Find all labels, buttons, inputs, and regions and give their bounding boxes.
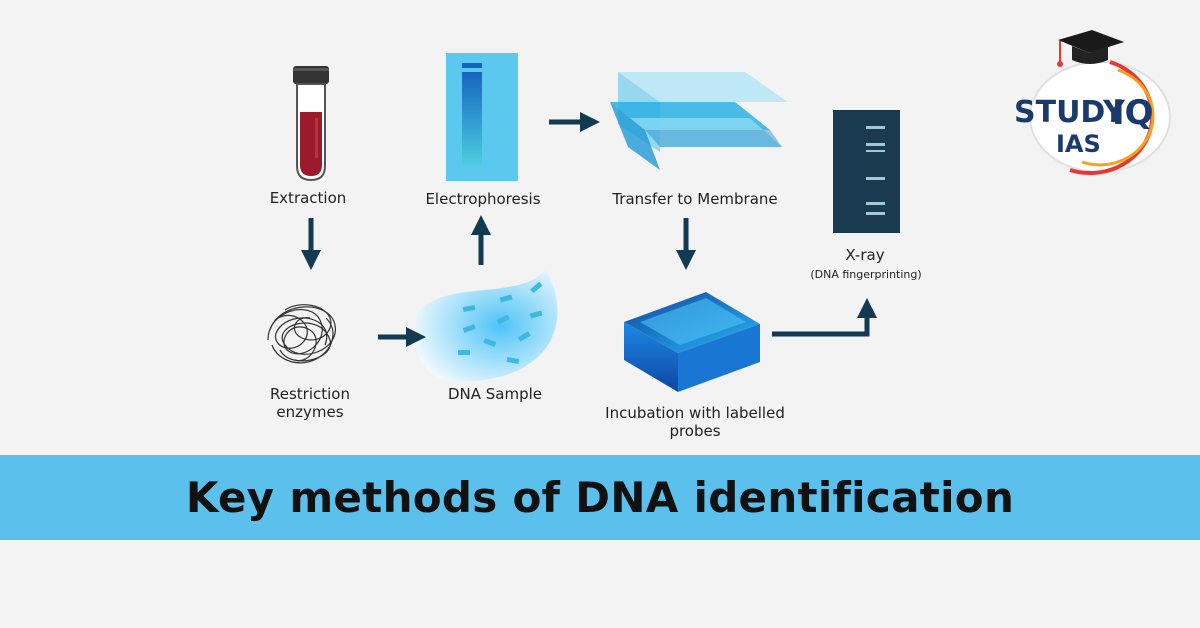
incubation-tray-icon	[624, 292, 760, 392]
arrow-incubation-to-xray	[772, 306, 867, 334]
electrophoresis-gel-icon	[446, 53, 518, 181]
label-incubation-line1: Incubation with labelled	[590, 404, 800, 422]
membrane-icon	[610, 72, 788, 170]
label-transfer: Transfer to Membrane	[600, 190, 790, 208]
xray-film-icon	[833, 110, 900, 233]
label-restriction-line2: enzymes	[255, 403, 365, 421]
studyiq-logo: STUDY IQ IAS	[1000, 22, 1185, 182]
label-dna-sample: DNA Sample	[430, 385, 560, 403]
tangled-dna-icon	[268, 305, 335, 363]
label-incubation-line2: probes	[590, 422, 800, 440]
label-restriction: Restriction enzymes	[255, 385, 365, 421]
label-xray: X-ray	[820, 246, 910, 264]
dna-sample-icon	[415, 270, 557, 381]
page-title: Key methods of DNA identification	[186, 473, 1014, 522]
label-electrophoresis: Electrophoresis	[413, 190, 553, 208]
label-incubation: Incubation with labelled probes	[590, 404, 800, 440]
label-restriction-line1: Restriction	[255, 385, 365, 403]
test-tube-icon	[293, 66, 329, 180]
label-extraction: Extraction	[258, 189, 358, 207]
logo-ias-text: IAS	[1056, 130, 1101, 158]
title-banner: Key methods of DNA identification	[0, 455, 1200, 540]
flow-arrows	[311, 122, 867, 337]
logo-study-text: STUDY	[1014, 95, 1126, 130]
label-xray-sub: (DNA fingerprinting)	[796, 266, 936, 284]
logo-iq-text: IQ	[1112, 93, 1154, 133]
